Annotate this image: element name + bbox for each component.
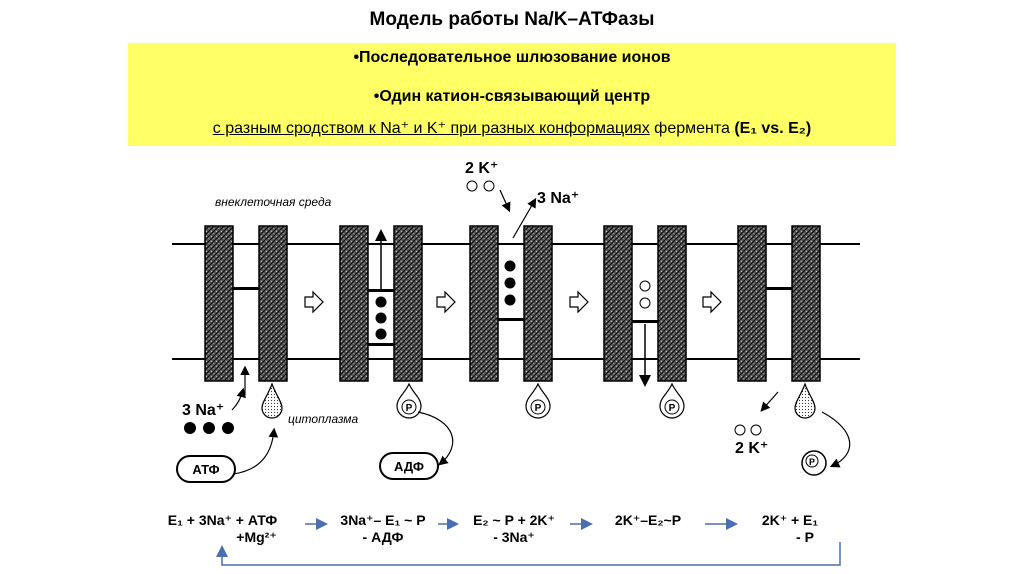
banner-line-1: •Последовательное шлюзование ионов [353,49,671,66]
equation-step-5-line-2: - P [796,529,814,545]
sodium-label-outside: 3 Na⁺ [537,190,580,207]
pump-state-4: P [603,225,687,419]
potassium-label-inside: 2 K⁺ [735,440,769,457]
cytoplasm-label: цитоплазма [288,412,359,426]
equation-step-5: 2K⁺ + E₁ - P [740,512,840,546]
equation-step-2: 3Na⁺– E₁ ~ P - АДФ [328,512,438,546]
pump-state-1 [204,225,288,419]
phosphate-label: P [535,403,542,414]
na-entry-arrow [231,387,246,411]
equation-step-5-line-1: 2K⁺ + E₁ [761,512,819,528]
equation-step-4-line-1: 2K⁺–E₂~P [614,512,682,528]
atp-pill: АТФ [176,455,236,483]
equation-step-3: E₂ ~ P + 2K⁺ - 3Na⁺ [458,512,570,546]
potassium-label-outside: 2 K⁺ [465,160,499,177]
transition-arrow-2 [436,290,456,314]
pump-state-2: P [339,225,423,419]
banner-line-2: •Один катион-связывающий центр [373,88,651,105]
equation-step-4: 2K⁺–E₂~P [596,512,700,529]
atp-to-pump-arrow [232,427,279,475]
pump-state-5: P [737,225,851,476]
transition-arrows [304,290,722,314]
equation-step-3-line-1: E₂ ~ P + 2K⁺ [473,512,555,528]
extracellular-label: внеклеточная среда [215,195,332,209]
adp-release-arrow [417,411,454,466]
transition-arrow-3 [569,290,589,314]
equation-step-3-line-2: - 3Na⁺ [493,529,535,545]
sodium-ions-cytoplasm [184,422,234,434]
adp-pill: АДФ [379,452,439,480]
banner-bold-text: (E₁ vs. E₂) [734,120,812,137]
equation-arrows [216,518,841,566]
sodium-label-cytoplasm: 3 Na⁺ [182,402,225,419]
phosphate-label: P [809,457,815,467]
equation-step-1-line-1: E₁ + 3Na⁺ + АТФ [167,512,278,528]
potassium-ions-inside [734,424,762,436]
phosphate-label: P [669,403,676,414]
page-title: Модель работы Na/K–АТФазы [369,9,655,30]
banner-underlined-text: с разным сродством к Na⁺ и K⁺ при разных… [212,120,650,137]
equation-step-2-line-2: - АДФ [362,529,404,545]
phosphate-label: P [406,403,413,414]
potassium-ions-outside [466,180,495,192]
equation-step-1: E₁ + 3Na⁺ + АТФ +Mg²⁺ [140,512,305,546]
transition-arrow-1 [304,290,324,314]
banner-line-3: с разным сродством к Na⁺ и K⁺ при разных… [128,119,896,139]
equation-step-1-line-2: +Mg²⁺ [236,529,277,545]
pump-state-3: P [469,189,553,419]
banner-plain-text: фермента [649,120,735,137]
info-banner: •Последовательное шлюзование ионов •Один… [128,43,896,146]
equation-step-2-line-1: 3Na⁺– E₁ ~ P [340,512,426,528]
transition-arrow-4 [702,290,722,314]
